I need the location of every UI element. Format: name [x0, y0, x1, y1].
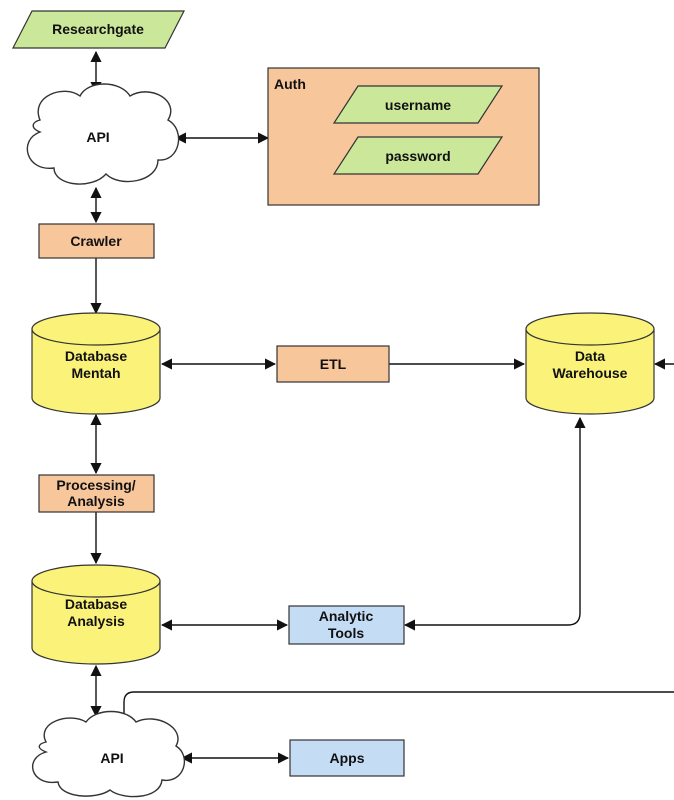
- username-label: username: [385, 97, 451, 113]
- database-analysis-label-line2: Analysis: [67, 613, 125, 629]
- processing-analysis-node: Processing/ Analysis: [38, 474, 155, 513]
- password-field: password: [332, 136, 504, 175]
- api-top-cloud: API: [26, 83, 180, 185]
- data-warehouse-label-line2: Warehouse: [553, 365, 628, 381]
- edges: [90, 50, 674, 764]
- crawler-node: Crawler: [38, 223, 155, 259]
- researchgate-node: Researchgate: [12, 10, 185, 49]
- password-label: password: [385, 148, 450, 164]
- etl-label: ETL: [320, 356, 347, 372]
- database-analysis-label-line1: Database: [65, 596, 127, 612]
- apps-label: Apps: [330, 750, 365, 766]
- database-mentah-label-line1: Database: [65, 348, 127, 364]
- api-bottom-cloud: API: [32, 710, 186, 798]
- edge-analytictools-warehouse: [403, 416, 586, 631]
- processing-label-line2: Analysis: [67, 493, 125, 509]
- crawler-label: Crawler: [70, 233, 122, 249]
- analytic-tools-label-line1: Analytic: [319, 608, 374, 624]
- processing-label-line1: Processing/: [56, 477, 135, 493]
- analytic-tools-label-line2: Tools: [328, 625, 365, 641]
- database-analysis-node: Database Analysis: [31, 564, 161, 665]
- api-top-label: API: [86, 129, 109, 145]
- researchgate-label: Researchgate: [52, 21, 144, 37]
- auth-box: Auth username password: [267, 67, 540, 206]
- api-bottom-label: API: [100, 750, 123, 766]
- database-mentah-node: Database Mentah: [31, 312, 161, 415]
- etl-node: ETL: [276, 345, 390, 383]
- data-warehouse-node: Data Warehouse: [525, 312, 655, 415]
- apps-node: Apps: [289, 739, 405, 777]
- auth-label: Auth: [274, 76, 306, 92]
- edge-api-external: [123, 691, 674, 728]
- username-field: username: [332, 85, 504, 124]
- analytic-tools-node: Analytic Tools: [288, 605, 405, 645]
- database-mentah-label-line2: Mentah: [72, 365, 121, 381]
- data-warehouse-label-line1: Data: [575, 348, 606, 364]
